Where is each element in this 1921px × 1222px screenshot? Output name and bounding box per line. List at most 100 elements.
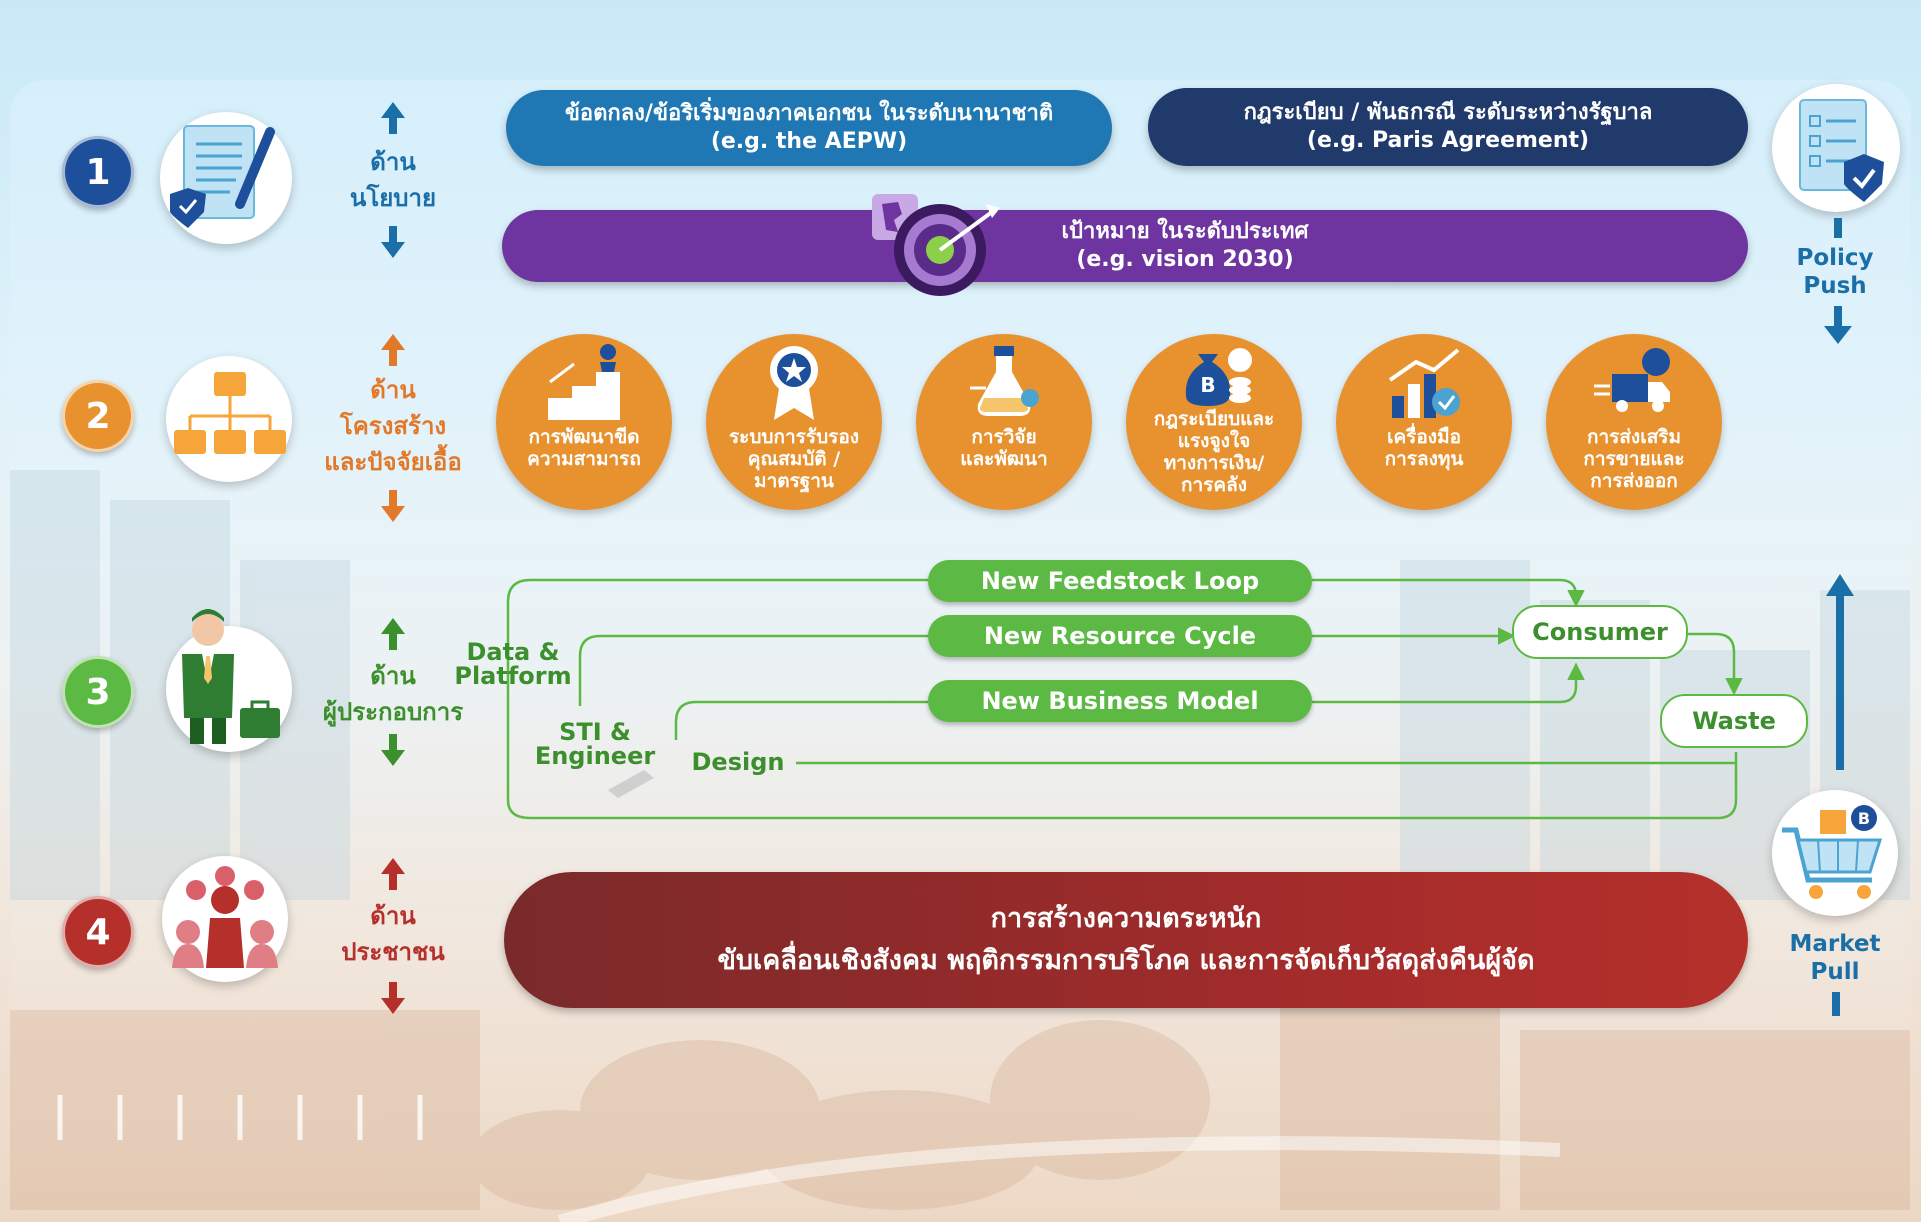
level-1-category-label: ด้าน นโยบาย	[318, 144, 468, 216]
research-development-line2: และพัฒนา	[960, 448, 1048, 470]
certification-medal-icon	[770, 346, 818, 420]
regulation-incentive-line1: กฎระเบียบและ	[1153, 408, 1275, 430]
investment-tools-line1: เครื่องมือ	[1386, 426, 1462, 448]
investment-tools-label: เครื่องมือ การลงทุน	[1342, 426, 1506, 470]
level-4-category-label: ด้าน ประชาชน	[318, 898, 468, 970]
research-development-label: การวิจัย และพัฒนา	[922, 426, 1086, 470]
market-pull-connector-icon	[1832, 992, 1840, 1016]
level-2-category-label: ด้าน โครงสร้าง และปัจจัยเอื้อ	[300, 372, 486, 480]
market-pull-label: Market Pull	[1770, 930, 1900, 986]
private-sector-agreement-pill: ข้อตกลง/ข้อริเริ่มของภาคเอกชน ในระดับนาน…	[506, 90, 1112, 166]
market-pull-line2: Pull	[1810, 959, 1860, 985]
regulation-incentive-line4: การคลัง	[1180, 474, 1247, 496]
people-community-icon	[162, 856, 288, 982]
sti-engineer-line1: STI &	[559, 718, 631, 746]
level-2-vertical-arrows	[381, 334, 405, 522]
regulation-incentive-label: กฎระเบียบและ แรงจูงใจ ทางการเงิน/ การคลั…	[1132, 408, 1296, 496]
sales-export-circle: การส่งเสริม การขายและ การส่งออก	[1546, 334, 1722, 510]
level-2-label-line2: โครงสร้าง	[339, 412, 447, 440]
policy-push-line2: Push	[1803, 273, 1867, 299]
certification-circle: ระบบการรับรอง คุณสมบัติ / มาตรฐาน	[706, 334, 882, 510]
sales-export-line1: การส่งเสริม	[1586, 426, 1682, 448]
research-flask-icon	[970, 346, 1039, 416]
regulation-incentive-circle: B กฎระเบียบและ แรงจูงใจ ทางการเงิน/ การค…	[1126, 334, 1302, 510]
level-3-label-line2: ผู้ประกอบการ	[322, 698, 464, 726]
policy-document-icon	[160, 112, 292, 244]
policy-push-connector-icon	[1834, 218, 1842, 238]
level-3-label-line1: ด้าน	[370, 662, 416, 690]
intergovernmental-regulation-pill: กฎระเบียบ / พันธกรณี ระดับระหว่างรัฐบาล …	[1148, 88, 1748, 166]
intergov-regulation-line2: (e.g. Paris Agreement)	[1306, 128, 1590, 153]
certification-label: ระบบการรับรอง คุณสมบัติ / มาตรฐาน	[712, 426, 876, 492]
level-4-label-line2: ประชาชน	[341, 938, 445, 966]
structure-hierarchy-icon	[166, 356, 292, 482]
level-1-vertical-arrows	[381, 102, 405, 258]
regulation-incentive-line3: ทางการเงิน/	[1163, 452, 1265, 474]
new-business-model-pill: New Business Model	[928, 680, 1312, 722]
money-bag-icon: B	[1185, 348, 1252, 406]
policy-push-line1: Policy	[1796, 245, 1874, 271]
private-agreement-line2: (e.g. the AEPW)	[710, 129, 908, 154]
market-pull-up-arrow-icon	[1826, 574, 1854, 770]
sales-export-line3: การส่งออก	[1590, 470, 1678, 492]
level-1-number-badge: 1	[62, 136, 134, 208]
entrepreneur-person-icon	[166, 609, 292, 752]
sti-engineer-label: STI & Engineer	[530, 720, 660, 768]
waste-node: Waste	[1660, 694, 1808, 748]
investment-chart-icon	[1388, 348, 1460, 418]
level-1-label-line1: ด้าน	[370, 148, 416, 176]
level-2-number-badge: 2	[62, 380, 134, 452]
svg-text:B: B	[1200, 373, 1215, 397]
consumer-node: Consumer	[1512, 605, 1688, 659]
policy-push-label: Policy Push	[1770, 244, 1900, 300]
level-2-label-line3: และปัจจัยเอื้อ	[324, 448, 462, 476]
intergov-regulation-line1: กฎระเบียบ / พันธกรณี ระดับระหว่างรัฐบาล	[1243, 100, 1653, 125]
sales-export-line2: การขายและ	[1583, 448, 1685, 470]
sales-export-label: การส่งเสริม การขายและ การส่งออก	[1552, 426, 1716, 492]
level-4-number-badge: 4	[62, 896, 134, 968]
data-platform-line1: Data &	[466, 638, 560, 666]
national-target-line1: เป้าหมาย ในระดับประเทศ	[1061, 219, 1309, 244]
policy-checklist-icon	[1772, 84, 1900, 212]
new-feedstock-loop-pill: New Feedstock Loop	[928, 560, 1312, 602]
export-truck-icon	[1594, 348, 1670, 412]
public-awareness-line1: การสร้างความตระหนัก	[990, 903, 1262, 934]
level-1-label-line2: นโยบาย	[349, 184, 437, 212]
policy-push-down-arrow-icon	[1824, 306, 1852, 344]
national-target-line2: (e.g. vision 2030)	[1076, 247, 1294, 272]
level-4-vertical-arrows	[381, 858, 405, 1014]
data-platform-label: Data & Platform	[448, 640, 578, 688]
capacity-building-line2: ความสามารถ	[527, 448, 641, 470]
certification-line1: ระบบการรับรอง	[728, 426, 860, 448]
level-3-number-badge: 3	[62, 656, 134, 728]
capacity-building-line1: การพัฒนาขีด	[528, 426, 640, 448]
investment-tools-circle: เครื่องมือ การลงทุน	[1336, 334, 1512, 510]
capacity-building-circle: การพัฒนาขีด ความสามารถ	[496, 334, 672, 510]
capacity-building-icon	[548, 344, 620, 420]
investment-tools-line2: การลงทุน	[1384, 448, 1464, 470]
svg-text:B: B	[1858, 809, 1870, 828]
capacity-building-label: การพัฒนาขีด ความสามารถ	[502, 426, 666, 470]
target-dart-icon	[872, 194, 1000, 296]
public-awareness-pill: การสร้างความตระหนัก ขับเคลื่อนเชิงสังคม …	[504, 872, 1748, 1008]
research-development-line1: การวิจัย	[971, 426, 1037, 448]
new-resource-cycle-pill: New Resource Cycle	[928, 615, 1312, 657]
sti-engineer-line2: Engineer	[534, 742, 656, 770]
level-3-category-label: ด้าน ผู้ประกอบการ	[300, 658, 486, 730]
market-pull-line1: Market	[1789, 931, 1881, 957]
national-target-pill: เป้าหมาย ในระดับประเทศ (e.g. vision 2030…	[502, 210, 1748, 282]
regulation-incentive-line2: แรงจูงใจ	[1177, 430, 1251, 452]
certification-line2: คุณสมบัติ /	[747, 448, 841, 470]
research-development-circle: การวิจัย และพัฒนา	[916, 334, 1092, 510]
public-awareness-line2: ขับเคลื่อนเชิงสังคม พฤติกรรมการบริโภค แล…	[717, 945, 1535, 976]
level-2-label-line1: ด้าน	[370, 376, 416, 404]
private-agreement-line1: ข้อตกลง/ข้อริเริ่มของภาคเอกชน ในระดับนาน…	[564, 101, 1054, 126]
level-4-label-line1: ด้าน	[370, 902, 416, 930]
shopping-cart-icon: B	[1772, 790, 1898, 916]
design-label: Design	[691, 748, 785, 776]
certification-line3: มาตรฐาน	[754, 470, 834, 492]
design-pencil-icon	[608, 770, 654, 798]
data-platform-line2: Platform	[454, 662, 572, 690]
